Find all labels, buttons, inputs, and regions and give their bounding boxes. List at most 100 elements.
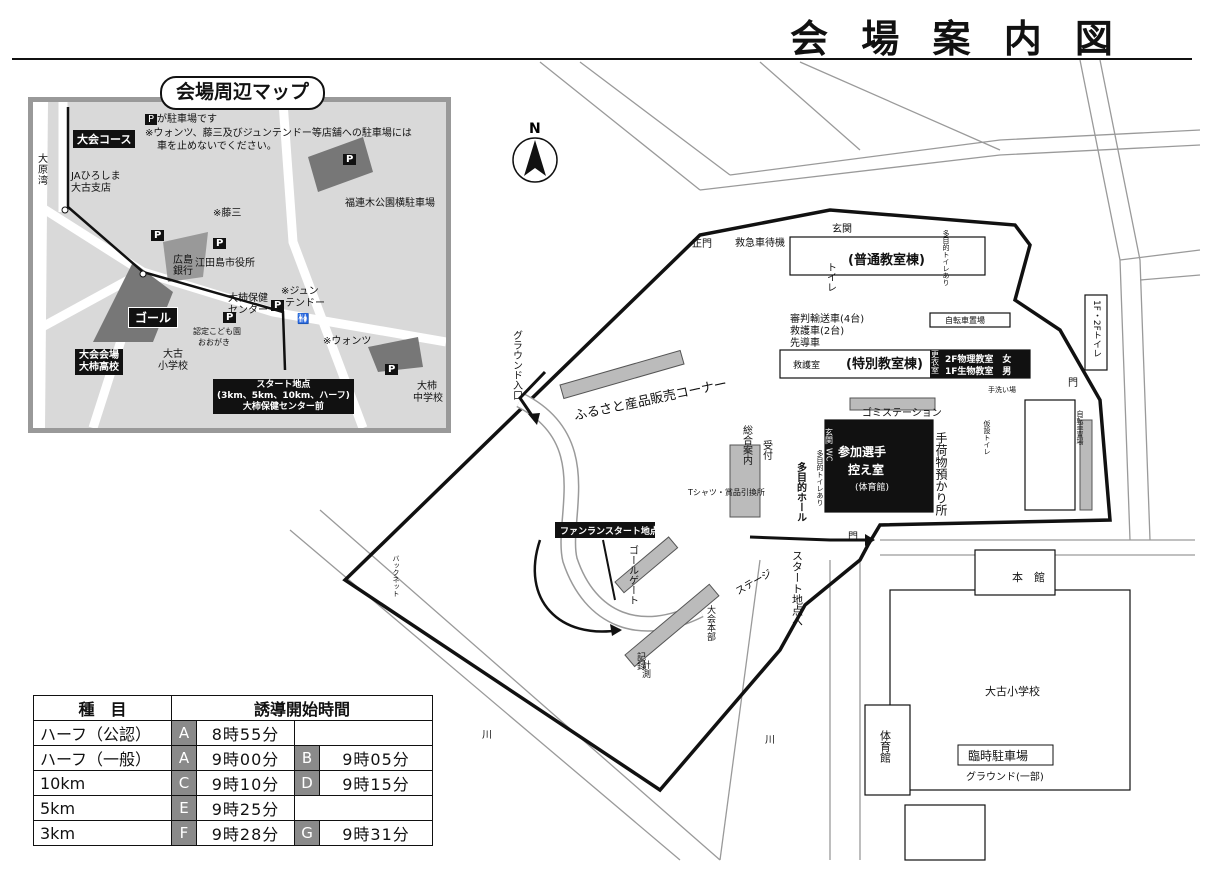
reception-label: 受付 [761,440,773,461]
stage-label: ステージ [734,568,774,597]
toilet-label: トイレ [825,262,837,292]
kodomoen-label-1: 認定こども園 [193,327,241,336]
furusato-tent [559,349,685,400]
multi-toilet2-label: 多目的トイレあり [816,449,824,506]
gym2-label: 体育館 [879,729,892,764]
city-hall-label: 江田島市役所 [195,258,255,269]
furu-elem-school [889,589,1131,791]
first-aid-label: 救護室 [793,359,820,371]
multi-toilet-label: 多目的トイレあり [942,229,950,286]
table-row: 10km C 9時10分 D 9時15分 [33,770,433,796]
kodomoen-label-2: おおがき [198,338,230,347]
kakinoki-center-1: 大柿保健 [228,293,268,304]
header-event: 種 目 [33,695,172,721]
wants-label: ※ウォンツ [323,336,372,347]
bicycle2-tent [1079,419,1093,511]
bicycle-label: 自転車置場 [945,315,985,325]
entrance-label: 玄関 [832,222,852,235]
bicycle2-label: 自転車置場 [1076,409,1084,446]
fujizo-label: ※藤三 [213,208,242,219]
temp-toilet-label: 仮設トイレ [983,419,991,455]
fun-run-arrow [533,539,621,633]
page-title: 会 場 案 内 図 [790,17,1123,61]
tshirt-label: Tシャツ・賞品引換所 [687,487,765,497]
ja-label-1: JAひろしま [71,171,121,182]
furu-elem-1: 大古 [163,349,183,360]
info-tent [729,444,761,518]
title-rule [12,58,1192,60]
ground-part-label: グラウンド(一部) [966,770,1044,783]
kakinoki-center-2: センター [228,305,268,316]
gym-label: (体育館) [855,481,889,493]
start-point-label: スタート地点(3km、5km、10km、ハーフ)大柿保健センター前 [213,379,354,414]
hiroshima-bank-label: 広島銀行 [173,255,193,277]
schedule-header: 種 目 誘導開始時間 [33,695,433,721]
furu-elem-2: 小学校 [158,361,188,372]
kakinoki-jhs-1: 大柿 [417,381,437,392]
parking-icon: P [213,238,227,249]
changing-room-female: 2F物理教室 女 [945,353,1011,365]
wc-label: WC [825,448,834,462]
goal-gate-label: ゴールゲート [627,544,639,605]
header-time: 誘導開始時間 [171,695,433,721]
annex [904,804,986,861]
parking-icon: P [385,364,399,375]
ground-entrance-label: グラウンド入口 [511,330,523,400]
ground-entrance-arrow [518,370,547,421]
store-note-2: 車を止めないでください。 [157,141,277,152]
temp-parking-label: 臨時駐車場 [968,748,1028,763]
parking-icon: P [271,300,285,311]
backnet-label: バックネット [392,555,400,597]
honkan-building [974,549,1056,596]
goal-label: ゴール [128,307,179,328]
pool [1024,399,1076,511]
gate-label-2: 門 [848,531,858,543]
vehicles-label-3: 先導車 [790,336,820,349]
fukuregi-label: 福連木公園横駐車場 [345,198,435,209]
multi-hall-label: 多目的ホール [795,461,807,522]
main-gate-label: 正門 [692,238,712,250]
junten-label-2: テンドー [285,298,325,309]
regular-building-label: (普通教室棟) [848,252,925,268]
parking-badge-icon: P [145,114,158,125]
waiting-room-label-1: 参加選手 [838,444,886,459]
ambulance-label: 救急車待機 [735,236,785,249]
parking-icon: P [151,230,165,241]
special-building-label: (特別教室棟) [846,356,923,372]
start-route-arrow [749,535,870,542]
vehicles-label-2: 救護車(2台) [790,324,844,337]
garbage-label: ゴミステーション [862,406,942,419]
honkan-label: 本 館 [1012,570,1045,584]
toilet-sign-box [1084,294,1108,371]
compass-north-label: N [529,121,541,137]
store-note-1: ※ウォンツ、藤三及びジュンテンドー等店舗への駐車場には [145,128,412,139]
inset-map-title: 会場周辺マップ [160,76,326,110]
regular-building [789,236,986,276]
venue-label: 大会会場大柿高校 [75,349,123,375]
vehicles-label-1: 審判輸送車(4台) [790,312,864,325]
river-label-1: 川 [482,730,492,741]
hq-label: 大会本部 [705,604,716,642]
gate-label: 門 [1068,377,1078,389]
goal-gate-tent [614,536,679,594]
schedule-table: 種 目 誘導開始時間 ハーフ（公認） A 8時55分 ハーフ（一般） A 9時0… [33,695,433,846]
garbage-tent [849,397,936,411]
to-start-label: スタート地点へ [791,550,804,627]
record-label: 記録 [635,651,646,670]
changing-room-label: 更衣室 [931,350,940,374]
waiting-room-label-2: 控え室 [848,462,884,477]
fukuregi-park [308,137,373,192]
toilet-sign-label: 1F・2Fトイレ [1091,300,1102,358]
kakinoki-jhs-2: 中学校 [413,393,443,404]
luggage-label: 手荷物預かり所 [934,432,948,516]
ground-track [516,392,704,632]
junten-label-1: ※ジュン [281,286,319,297]
course-label: 大会コース [73,130,136,148]
parking-icon: P [223,312,237,323]
stage-tent [624,583,720,668]
fun-run-pointer [602,539,616,601]
furu-elem-label: 大古小学校 [985,684,1040,698]
